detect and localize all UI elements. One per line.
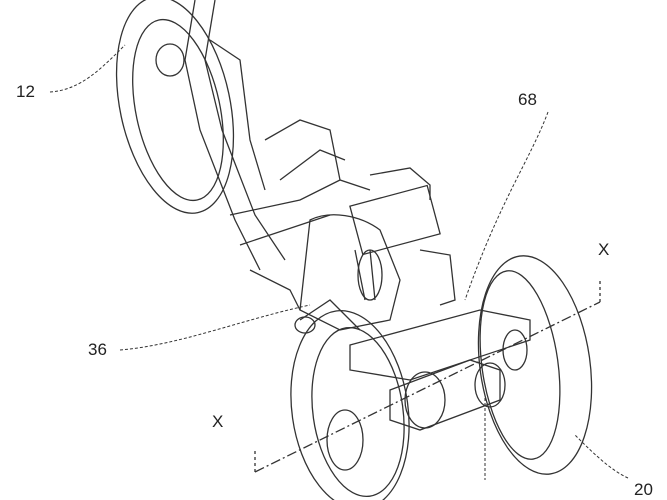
label-x-top: X <box>598 240 610 259</box>
label-20: 20 <box>634 480 653 499</box>
label-36: 36 <box>88 340 107 359</box>
label-12: 12 <box>16 82 35 101</box>
label-x-bottom: X <box>212 412 224 431</box>
rear-wheel-left <box>290 309 410 500</box>
frame <box>184 0 456 334</box>
leader-lines <box>49 44 629 480</box>
front-wheel <box>115 0 235 214</box>
rear-axle <box>349 309 531 431</box>
label-68: 68 <box>518 90 537 109</box>
axis-line <box>254 301 601 473</box>
